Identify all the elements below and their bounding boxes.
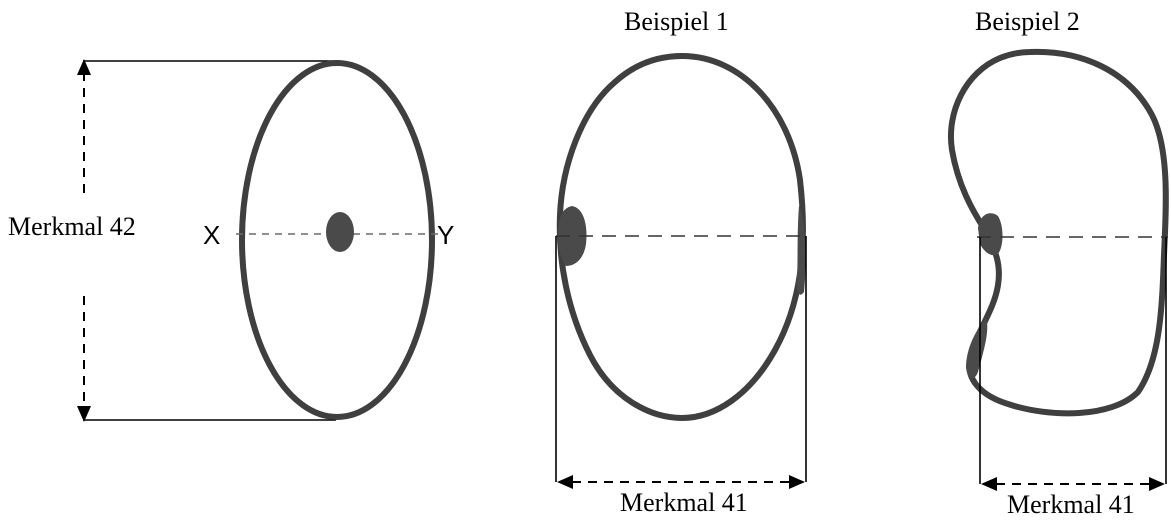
feature-41-label-example-2: Merkmal 41 xyxy=(1007,490,1135,519)
example-1-right-thickening xyxy=(796,206,806,295)
example-2-hilum xyxy=(978,213,1003,256)
example-2-title: Beispiel 2 xyxy=(975,7,1080,36)
height-arrowhead-down xyxy=(77,406,91,422)
example-2-arrowhead-right xyxy=(1149,477,1165,491)
example-1-hilum xyxy=(558,206,587,266)
left-seed-outline xyxy=(239,60,435,420)
point-y-label: Y xyxy=(437,220,454,250)
point-x-label: X xyxy=(203,220,220,250)
left-seed-group: Merkmal 42 X Y xyxy=(8,59,454,422)
example-2-arrowhead-left xyxy=(981,477,997,491)
example-1-arrowhead-left xyxy=(557,475,573,489)
feature-42-label: Merkmal 42 xyxy=(8,212,136,241)
feature-41-label-example-1: Merkmal 41 xyxy=(620,488,748,517)
example-1-group: Beispiel 1 Merkmal 41 xyxy=(555,7,807,517)
left-seed-hilum xyxy=(326,212,354,252)
example-1-seed-outline xyxy=(556,53,806,421)
height-arrowhead-up xyxy=(77,59,91,75)
example-2-group: Beispiel 2 Merkmal 41 xyxy=(948,7,1169,519)
example-1-arrowhead-right xyxy=(789,475,805,489)
example-2-lower-thickening xyxy=(966,318,988,379)
example-1-title: Beispiel 1 xyxy=(624,7,729,36)
